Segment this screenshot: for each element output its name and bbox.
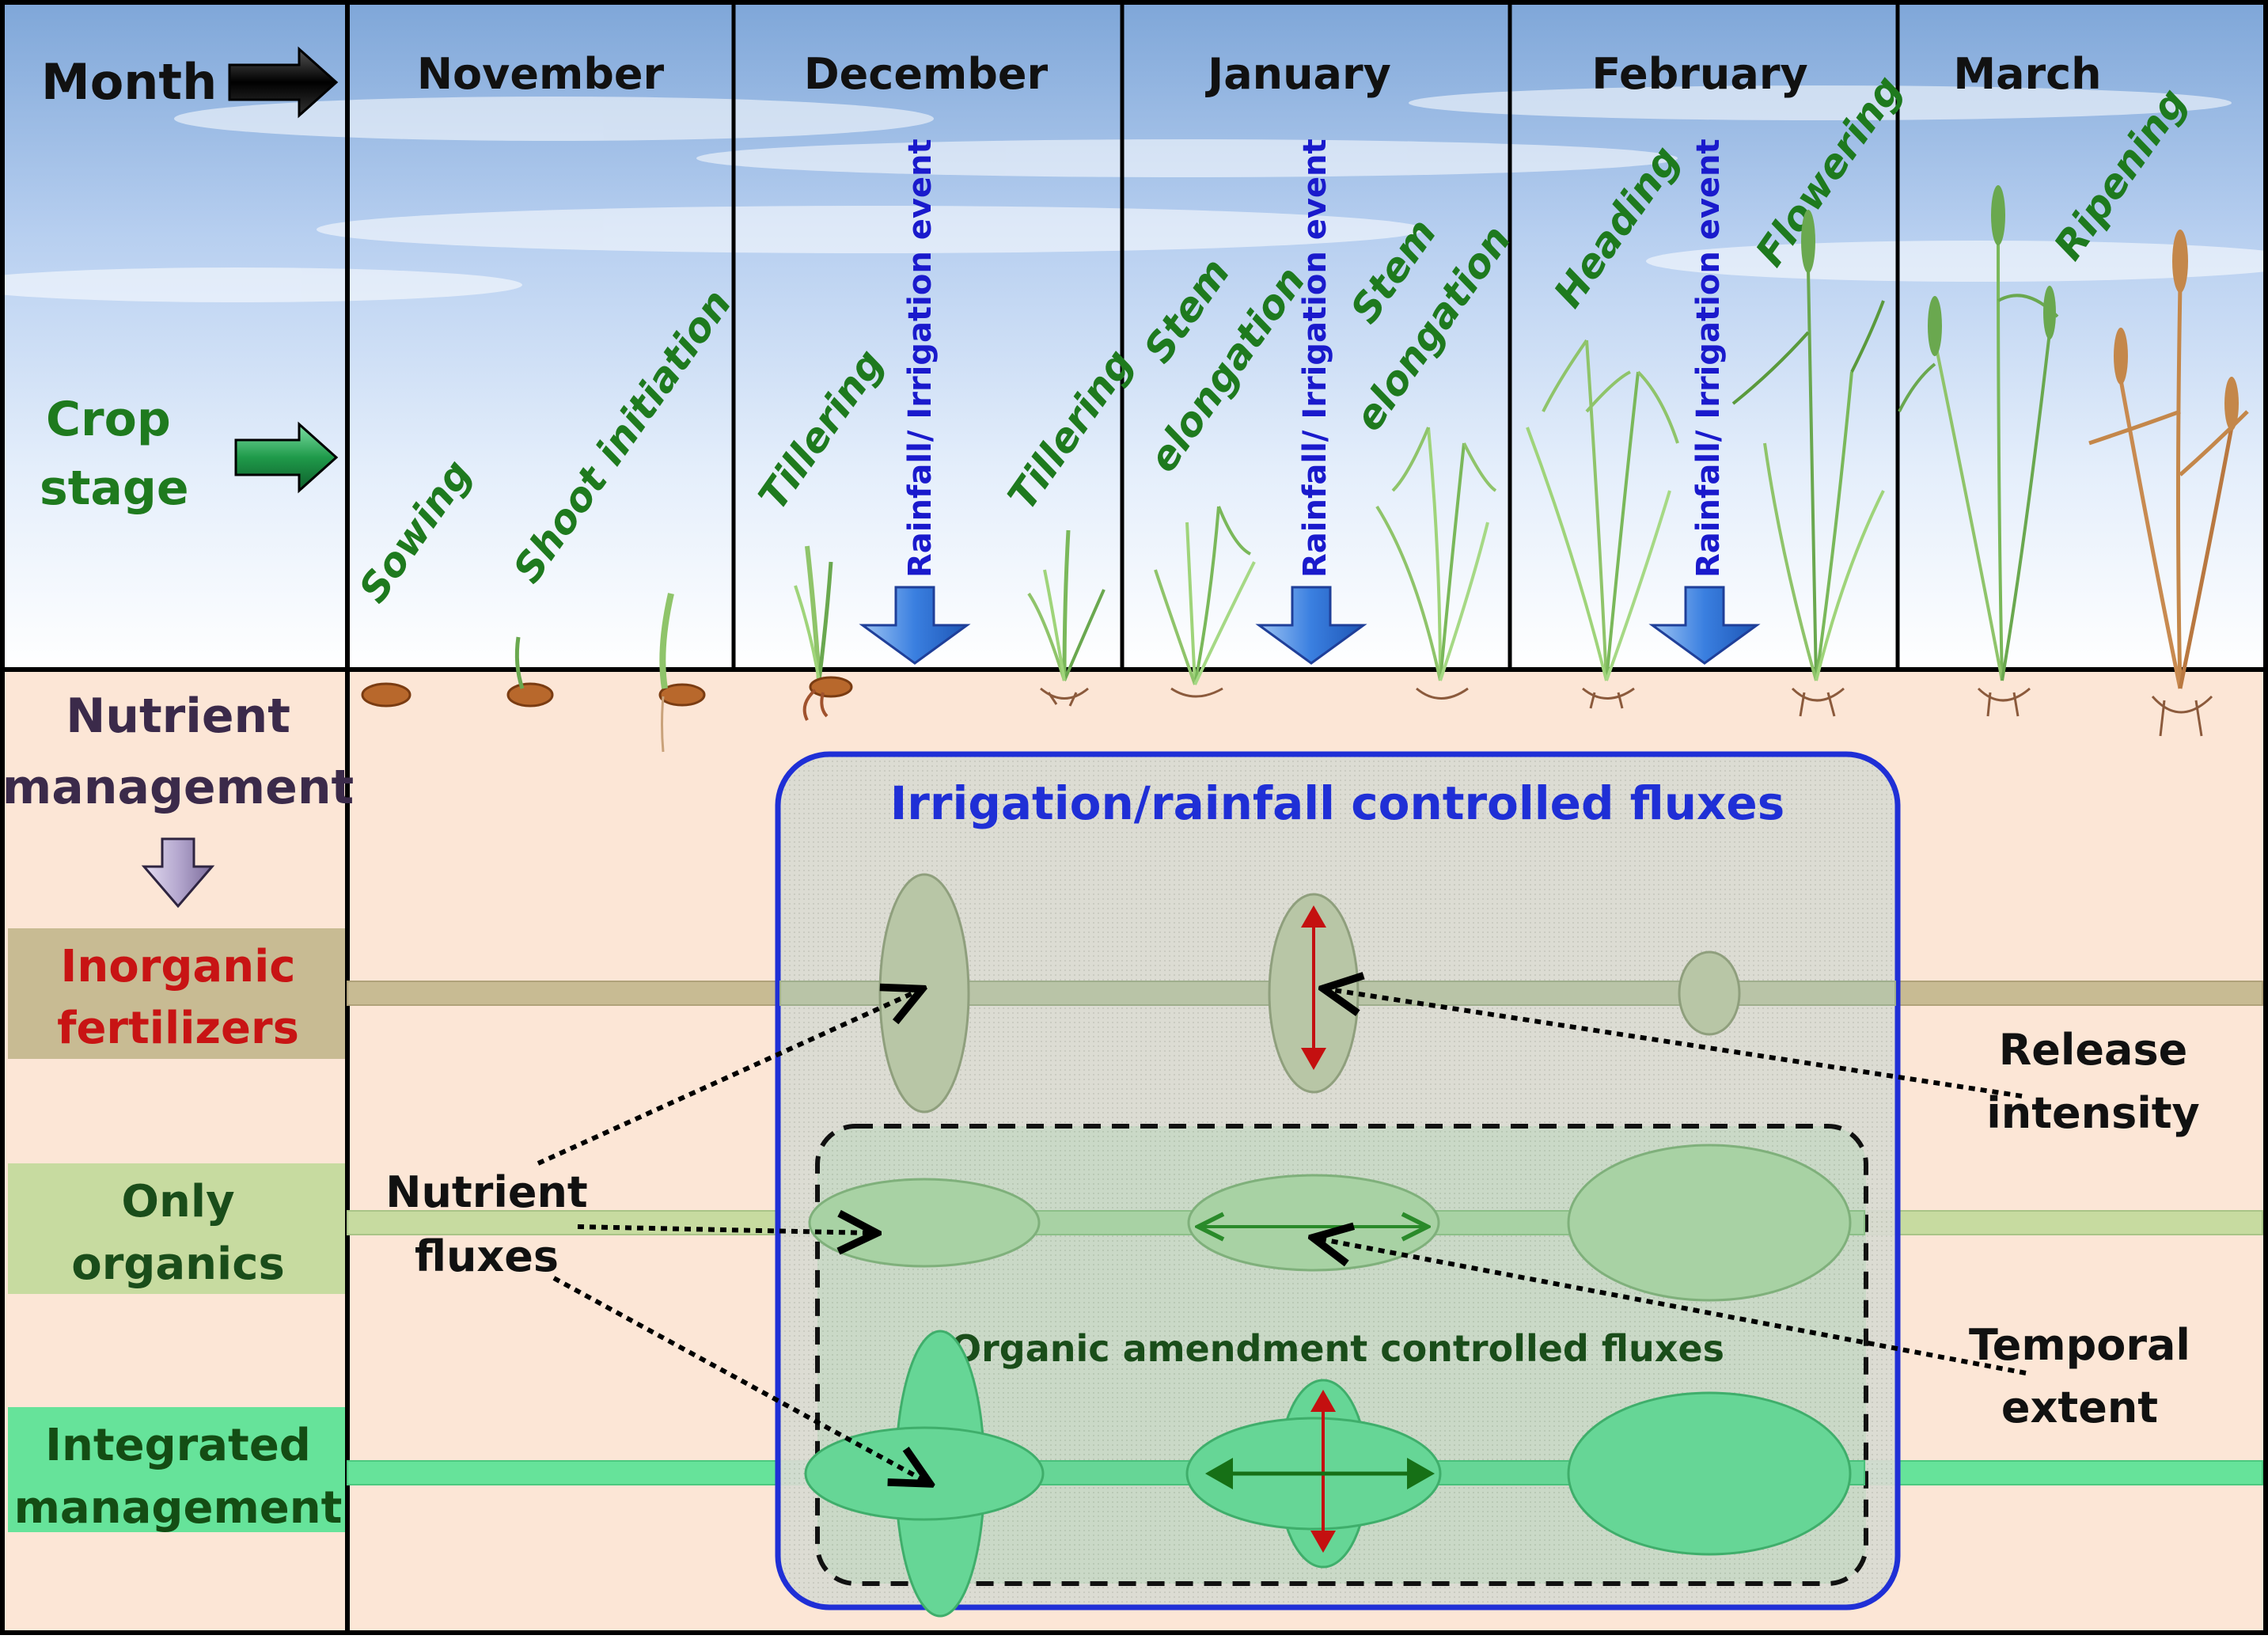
stem-elongation-plant-icon-2	[1375, 427, 1497, 700]
temporal-extent-label-line1: Temporal	[1969, 1320, 2190, 1370]
nutrient-fluxes-label-line1: Nutrient	[385, 1167, 587, 1217]
flowering-plant-icon	[1731, 210, 1885, 717]
integrated-label-line2: management	[14, 1482, 343, 1534]
nutrient-fluxes-pointer-inorganic	[537, 991, 918, 1166]
ripening-mature-plant-icon	[2088, 230, 2249, 737]
month-november: November	[417, 49, 665, 99]
temporal-extent-label-line2: extent	[2001, 1383, 2158, 1432]
organics-label-line2: organics	[71, 1239, 285, 1290]
organics-flux-ellipse-3	[1567, 1144, 1852, 1302]
nutrient-heading-line1: Nutrient	[66, 689, 290, 744]
tillering-plant-icon-2	[1027, 529, 1106, 707]
month-arrow-icon	[228, 46, 339, 119]
heading-plant-icon	[1526, 339, 1679, 709]
rain-arrow-icon-3	[1648, 586, 1761, 665]
release-intensity-label-line1: Release	[1999, 1025, 2188, 1075]
inorganic-row-band	[8, 928, 345, 1059]
irrigation-box-title: Irrigation/rainfall controlled fluxes	[890, 776, 1785, 830]
crop-arrow-icon	[234, 421, 339, 494]
seed-sprout-icon	[506, 636, 554, 708]
ripening-green-plant-icon	[1898, 185, 2059, 717]
organics-row-band	[8, 1163, 345, 1294]
organic-box-title: Organic amendment controlled fluxes	[950, 1327, 1724, 1370]
inorganic-flux-ellipse-1	[878, 873, 970, 1114]
month-february: February	[1591, 49, 1807, 99]
nutrient-fluxes-pointer-organics	[577, 1227, 872, 1233]
tillering-plant-icon-1	[794, 545, 853, 721]
organics-flux-ellipse-1	[808, 1178, 1041, 1268]
release-intensity-label-line2: intensity	[1986, 1088, 2200, 1138]
organics-flux-ellipse-2	[1187, 1174, 1440, 1272]
nutrient-heading-line2: management	[2, 760, 354, 815]
integrated-label-line1: Integrated	[45, 1420, 311, 1471]
integrated-row-band	[8, 1407, 345, 1532]
seed-icon-sowing	[361, 682, 412, 708]
temporal-extent-pointer	[1318, 1239, 2027, 1375]
nutrient-fluxes-label-line2: fluxes	[415, 1231, 559, 1281]
integrated-flux-ellipse-3	[1567, 1391, 1852, 1556]
rain-arrow-icon-2	[1255, 586, 1367, 665]
integrated-flux-ellipse-1	[804, 1426, 1045, 1521]
rain-event-label-1: Rainfall/ Irrigation event	[902, 138, 939, 578]
inorganic-label-line1: Inorganic	[61, 941, 296, 992]
crop-stage-label-line1: Crop	[46, 392, 171, 447]
nutrient-down-arrow-icon	[141, 837, 215, 909]
crop-stage-label-line2: stage	[40, 461, 189, 516]
inorganic-flux-ellipse-3	[1678, 950, 1741, 1036]
release-intensity-pointer	[1328, 989, 2023, 1098]
rain-arrow-icon-1	[859, 586, 971, 665]
inorganic-label-line2: fertilizers	[57, 1003, 299, 1054]
shoot-initiation-plant-icon	[658, 593, 706, 753]
rain-event-label-3: Rainfall/ Irrigation event	[1690, 138, 1727, 578]
month-label: Month	[41, 53, 217, 111]
month-march: March	[1953, 49, 2101, 99]
rain-event-label-2: Rainfall/ Irrigation event	[1297, 138, 1333, 578]
month-december: December	[804, 49, 1049, 99]
month-january: January	[1204, 49, 1391, 99]
organics-label-line1: Only	[121, 1176, 234, 1227]
stem-elongation-plant-icon-1	[1154, 506, 1256, 698]
